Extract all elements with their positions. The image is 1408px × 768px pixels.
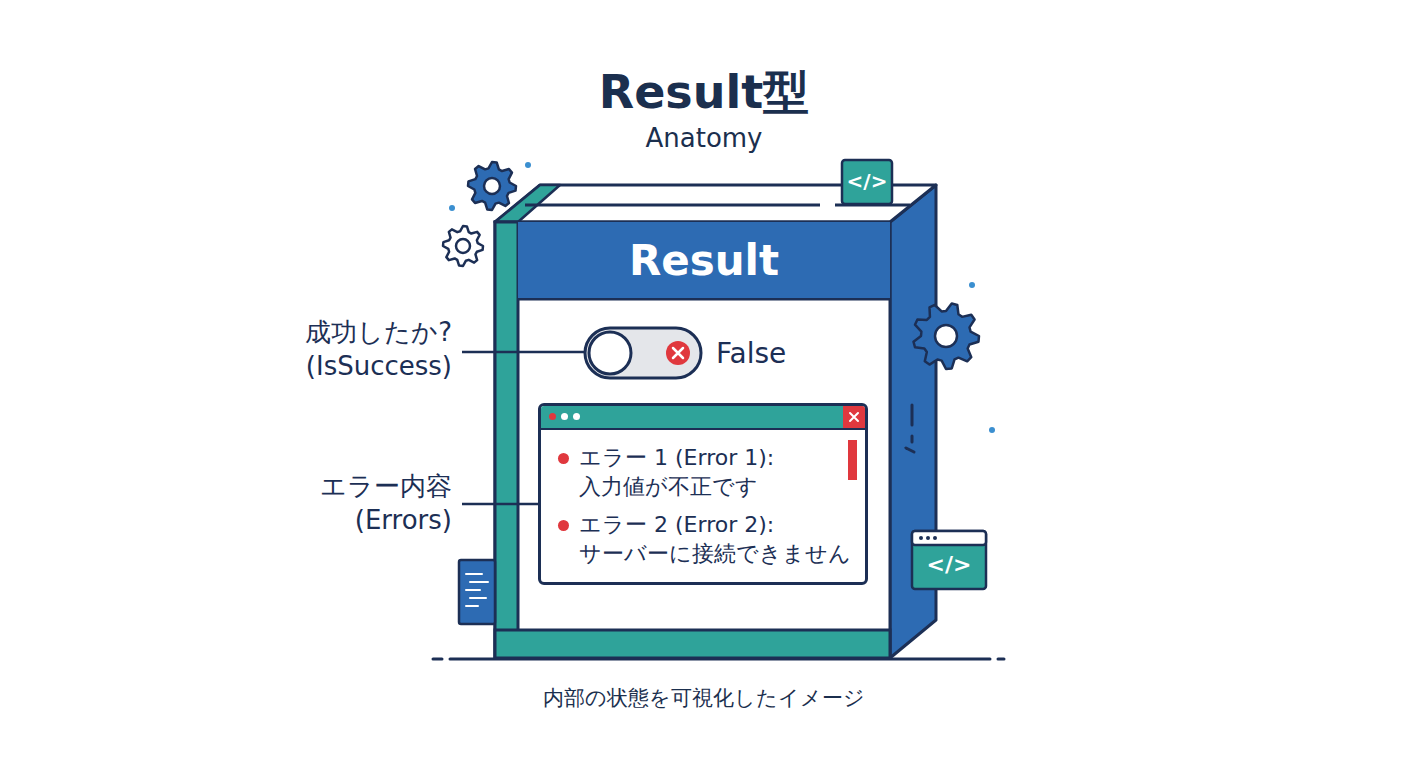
box-front-face	[495, 222, 890, 658]
decor-dot	[449, 162, 995, 433]
error-window: エラー 1 (Error 1): 入力値が不正ですエラー 2 (Error 2)…	[538, 403, 868, 585]
header-band: Result	[518, 222, 890, 298]
box-bottom-strip	[495, 630, 890, 658]
callout-label: エラー内容 (Errors)	[262, 470, 452, 538]
document-icon	[459, 560, 495, 624]
code-symbol: </>	[912, 551, 986, 580]
window-dot	[573, 413, 580, 420]
value-label: False	[716, 336, 836, 372]
window-body: エラー 1 (Error 1): 入力値が不正ですエラー 2 (Error 2)…	[541, 430, 865, 582]
title: Result型	[0, 62, 1408, 124]
result-box: Result エラー 1 (Error 1): 入力値が不正ですエラー 2 (Er…	[518, 222, 890, 630]
code-icon	[842, 160, 892, 204]
gear-icon	[914, 304, 979, 369]
box-spine	[495, 222, 518, 658]
side-detail	[906, 405, 914, 452]
code-symbol: </>	[842, 168, 892, 194]
gear-group	[443, 162, 979, 369]
window-dot	[549, 413, 556, 420]
error-entry: エラー 2 (Error 2): サーバーに接続できません	[555, 511, 835, 568]
window-dot	[561, 413, 568, 420]
caption: 内部の状態を可視化したイメージ	[0, 684, 1408, 712]
bullet-dot	[558, 520, 569, 531]
error-entry: エラー 1 (Error 1): 入力値が不正です	[555, 444, 835, 501]
subtitle: Anatomy	[0, 122, 1408, 156]
window-close	[843, 406, 865, 428]
top-edge	[525, 204, 820, 207]
callout-label: 成功したか? (IsSuccess)	[262, 316, 452, 384]
close-mark	[843, 406, 865, 428]
window-icon	[912, 531, 986, 589]
gear-icon	[443, 226, 483, 266]
scroll-indicator	[848, 440, 857, 480]
window-titlebar	[541, 406, 865, 430]
toggle-switch	[585, 328, 701, 378]
gear-icon	[468, 162, 516, 210]
bullet-dot	[558, 453, 569, 464]
